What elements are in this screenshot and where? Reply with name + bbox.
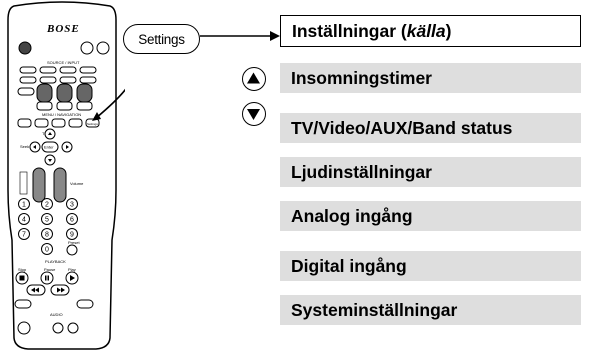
arrow-down-icon	[48, 159, 52, 162]
surround-down-button[interactable]	[17, 321, 31, 335]
pause-label: Pause	[44, 267, 56, 272]
tv-button[interactable]	[36, 83, 53, 103]
keypad-label-5: 5	[45, 217, 49, 224]
menu-item-status[interactable]: TV/Video/AUX/Band status	[280, 113, 581, 143]
menu-header-source: källa	[406, 20, 446, 41]
keypad-label-1: 1	[22, 202, 26, 209]
arrow-right-icon	[66, 145, 69, 149]
menu-navigation-label: MENU / NAVIGATION	[42, 112, 81, 117]
stop-icon	[19, 275, 25, 281]
enter-label: Enter	[44, 145, 54, 150]
keypad-button-6[interactable]	[66, 213, 78, 225]
menu-item-audio-settings[interactable]: Ljudinställningar	[280, 157, 581, 187]
keypad-button-7[interactable]	[18, 228, 30, 240]
source-button[interactable]	[17, 87, 35, 96]
enter-button[interactable]	[41, 141, 59, 153]
arrow-left-icon	[33, 145, 36, 149]
source-button[interactable]	[19, 76, 37, 84]
settings-key-label: Settings	[87, 122, 98, 126]
pointer-arrow	[95, 88, 125, 119]
fast-forward-icon	[57, 287, 65, 293]
keypad-label-0: 0	[45, 247, 49, 254]
source-button[interactable]	[59, 76, 77, 84]
source-button[interactable]	[56, 101, 73, 111]
source-button[interactable]	[39, 76, 57, 84]
keypad-label-2: 2	[45, 202, 49, 209]
source-button[interactable]	[19, 66, 37, 74]
playback-label: PLAYBACK	[45, 259, 66, 264]
nav-key[interactable]	[51, 118, 66, 128]
menu-item-sleep-timer[interactable]: Insomningstimer	[280, 63, 581, 93]
menu-item-system-settings[interactable]: Systeminställningar	[280, 295, 581, 325]
keypad-label-3: 3	[70, 202, 74, 209]
brand-logo: BOSE	[46, 23, 80, 35]
keypad-button-9[interactable]	[66, 228, 78, 240]
keypad-button-8[interactable]	[41, 228, 53, 240]
keypad-label-7: 7	[22, 232, 26, 239]
source-input-label: SOURCE / INPUT	[47, 60, 80, 65]
settings-key[interactable]	[85, 118, 100, 128]
menu-down-button[interactable]	[242, 102, 266, 126]
nav-key[interactable]	[68, 118, 83, 128]
source-button[interactable]	[79, 66, 97, 74]
keypad-button-0[interactable]	[41, 243, 53, 255]
triangle-down-icon	[247, 109, 260, 120]
channel-rocker[interactable]	[32, 167, 46, 203]
volume-rocker[interactable]	[53, 167, 67, 203]
mute-button[interactable]	[80, 41, 94, 55]
keypad-label-8: 8	[45, 232, 49, 239]
remote-control: BOSE SOURCE / INPUT MENU / NAVIGATION Se…	[7, 1, 125, 350]
keypad-button-5[interactable]	[41, 213, 53, 225]
seek-label: Seek	[20, 144, 29, 149]
menu-item-digital-input[interactable]: Digital ingång	[280, 251, 581, 281]
repeat-button[interactable]	[76, 299, 94, 309]
keypad-label-9: 9	[70, 232, 74, 239]
rewind-icon	[31, 287, 39, 293]
menu-up-button[interactable]	[242, 67, 266, 91]
nav-key[interactable]	[34, 118, 49, 128]
volume-label: Volume	[70, 181, 84, 186]
keypad-label-6: 6	[70, 217, 74, 224]
arrowhead-icon	[92, 112, 101, 121]
source-button[interactable]	[39, 66, 57, 74]
preset-label: Preset	[68, 240, 80, 245]
channel-labels	[19, 171, 28, 195]
surround-up-button[interactable]	[67, 322, 79, 334]
settings-callout-label: Settings	[138, 31, 185, 47]
source-button[interactable]	[59, 66, 77, 74]
keypad-label-4: 4	[22, 217, 26, 224]
keypad-button-2[interactable]	[41, 198, 53, 210]
vcr-button[interactable]	[56, 83, 73, 103]
nav-key[interactable]	[17, 118, 32, 128]
pause-button[interactable]	[40, 271, 54, 285]
menu-item-analog-input[interactable]: Analog ingång	[280, 201, 581, 231]
source-button[interactable]	[76, 101, 93, 111]
preset-button[interactable]	[66, 244, 78, 256]
menu-header-close: )	[445, 20, 452, 41]
settings-callout: Settings	[123, 24, 200, 54]
aux-button[interactable]	[76, 83, 93, 103]
keypad-button-1[interactable]	[18, 198, 30, 210]
surround-button[interactable]	[52, 322, 64, 334]
source-button[interactable]	[36, 101, 53, 111]
arrow-up-icon	[48, 132, 52, 135]
connector-line	[200, 31, 280, 41]
arrowhead-icon	[270, 31, 280, 41]
menu-header-text: Inställningar (	[292, 20, 407, 41]
audio-mode-button[interactable]	[14, 299, 32, 309]
play-label: Play	[68, 267, 76, 272]
menu-header[interactable]: Inställningar (källa)	[280, 15, 581, 47]
keypad-button-4[interactable]	[18, 213, 30, 225]
pause-icon	[45, 275, 47, 281]
keypad: 1 2 3 4 5 6 7 8 9 0	[18, 198, 78, 255]
play-icon	[70, 275, 75, 281]
keypad-button-3[interactable]	[66, 198, 78, 210]
source-button[interactable]	[79, 76, 97, 84]
stop-label: Stop	[18, 267, 27, 272]
aux-power-button[interactable]	[96, 41, 110, 55]
audio-label: AUDIO	[50, 312, 63, 317]
triangle-up-icon	[247, 72, 260, 84]
power-button[interactable]	[18, 41, 32, 55]
